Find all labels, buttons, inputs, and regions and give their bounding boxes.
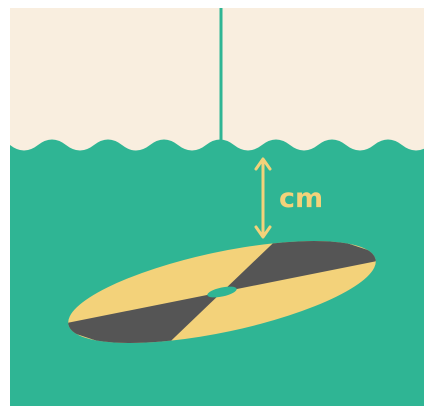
depth-unit-label: cm (279, 183, 323, 214)
diagram-frame: cm (10, 8, 430, 410)
